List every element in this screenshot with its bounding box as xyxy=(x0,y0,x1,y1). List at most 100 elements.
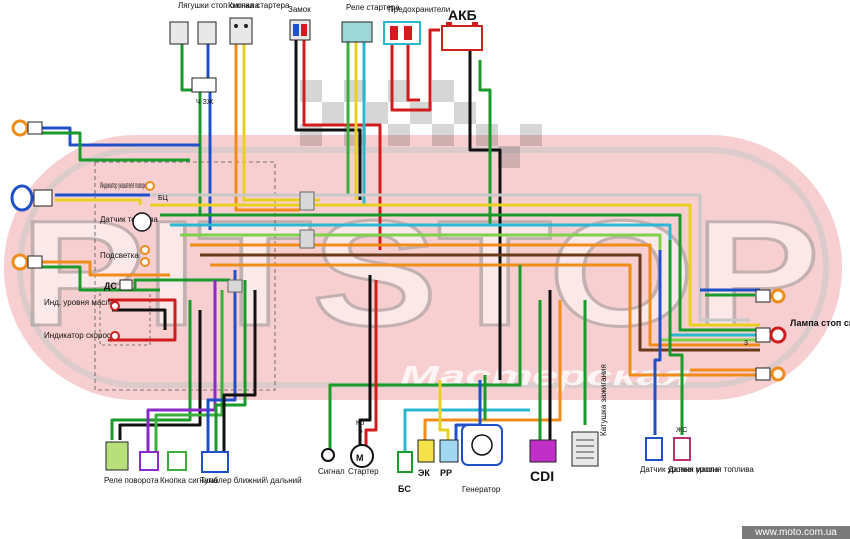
fuel-gauge-label: Датчик топлива xyxy=(100,215,158,224)
rr: РР xyxy=(439,439,459,478)
horn-button: Кнопка сигнала xyxy=(139,451,218,485)
rear-turn-lamp-bottom-icon xyxy=(755,366,786,382)
oil-indicator: Инд. уровня масла xyxy=(44,298,120,311)
ignition-lock: Замок xyxy=(288,5,311,41)
fuel-sensor: Датчик уровня топлива xyxy=(668,437,754,474)
backlight-label: Подсветка xyxy=(100,251,139,260)
wire-horn xyxy=(328,265,522,450)
ignition-coil-label: Катушка зажигания xyxy=(599,364,608,436)
wire-yellow-starter xyxy=(242,40,320,202)
front-left-turn-lamp-icon xyxy=(11,119,43,137)
wire-left-turn-bottom xyxy=(40,260,170,277)
wire-green-long xyxy=(478,60,492,225)
rear-turn-lamp-top-icon xyxy=(755,288,786,304)
wire-beam-green xyxy=(214,280,247,455)
starter-motor-icon: М Стартер xyxy=(348,444,379,476)
wire-black-lock xyxy=(294,38,362,200)
footer-url[interactable]: www.moto.com.ua xyxy=(742,526,850,539)
rr-label: РР xyxy=(440,468,452,478)
horn-label: Сигнал xyxy=(318,467,345,476)
beam-switch-label: Тумблер ближний\ дальний xyxy=(200,476,302,485)
starter-button-label: Кнопка стартера xyxy=(228,1,290,10)
pin-label: Б xyxy=(358,428,363,435)
generator-icon: Генератор xyxy=(461,424,503,494)
wire-beam-blue xyxy=(206,270,237,455)
ds-label: ДС xyxy=(104,281,117,291)
backlight: Подсветка xyxy=(100,245,150,267)
ignition-coil-icon: Катушка зажигания xyxy=(571,364,608,467)
pin-label: Кр xyxy=(356,420,364,427)
pin-label: 3 xyxy=(744,340,748,347)
turn-indicator-label: Индикатор указателя поворота xyxy=(100,181,150,190)
harness-clamp xyxy=(299,229,315,249)
turn-relay: Реле поворота xyxy=(104,441,159,485)
wire-rr xyxy=(438,380,450,440)
wire-fuel xyxy=(668,240,684,435)
headlight-icon xyxy=(10,184,53,212)
starter-label: Стартер xyxy=(348,467,379,476)
ignition-lock-label: Замок xyxy=(288,5,311,14)
fuel-gauge: Датчик топлива xyxy=(100,212,158,232)
battery: АКБ xyxy=(441,7,483,51)
wire-red-fuse xyxy=(390,28,440,112)
pitstop-watermark: PITSTOP Мастерская xyxy=(4,80,842,400)
wire-ds-green xyxy=(133,278,230,290)
oil-sensor-label: Датчик уровня масла xyxy=(640,465,719,474)
starter-relay-label: Реле стартера xyxy=(346,3,400,12)
turn-relay-label: Реле поворота xyxy=(104,476,159,485)
wire-green-brake xyxy=(180,40,202,215)
wire-horn-btn-green xyxy=(154,290,224,455)
horn: Сигнал xyxy=(318,448,345,476)
wire-headlight2 xyxy=(55,198,142,205)
fuel-sensor-label: Датчик уровня топлива xyxy=(668,465,754,474)
wire-turn-relay2 xyxy=(118,310,202,440)
starter-relay: Реле стартера xyxy=(341,3,400,43)
front-left-turn-lamp-bottom-icon xyxy=(11,253,43,271)
ds-box xyxy=(119,279,133,291)
wire-turn-relay xyxy=(110,300,192,440)
wire-bs xyxy=(403,408,530,455)
pin-label: БЦ xyxy=(158,195,169,202)
fuses: Предохранители xyxy=(383,5,450,45)
wire-trunk-1 xyxy=(150,193,750,322)
wire-trunk-3 xyxy=(160,213,760,332)
brake-lamp-icon: Лампа стоп сигнала xyxy=(755,318,850,344)
harness-clamp xyxy=(299,191,315,211)
pin-label: Ч ЗЖ xyxy=(196,99,214,106)
wire-trunk-8 xyxy=(210,263,770,377)
cdi: CDI xyxy=(529,439,557,484)
wire-ek xyxy=(423,300,562,440)
wire-harness xyxy=(40,28,770,460)
wire-left-turn-top2 xyxy=(40,131,190,162)
wire-indicator-black xyxy=(112,308,167,330)
wire-starter-black xyxy=(358,275,372,460)
bs: БС xyxy=(397,451,413,494)
generator-label: Генератор xyxy=(462,485,501,494)
motor-glyph: М xyxy=(356,453,364,463)
pin-label: ЖС xyxy=(676,427,687,434)
horn-button-label: Кнопка сигнала xyxy=(160,476,218,485)
turn-indicator: Индикатор указателя поворота БЦ xyxy=(100,181,169,202)
wire-indicator-red xyxy=(108,298,177,342)
harness-clamp xyxy=(227,279,243,293)
starter-button: Кнопка стартера xyxy=(228,1,290,45)
oil-sensor: Датчик уровня масла xyxy=(640,437,719,474)
bs-label: БС xyxy=(398,484,411,494)
brake-switches: Лягушки стоп сигнала xyxy=(169,1,260,93)
wire-red-fuse2 xyxy=(406,40,420,102)
wire-trunk-6 xyxy=(190,243,760,347)
beam-switch: Тумблер ближний\ дальний xyxy=(200,451,302,485)
oil-indicator-label: Инд. уровня масла xyxy=(44,298,115,307)
wire-trunk-7 xyxy=(200,253,760,352)
cdi-label: CDI xyxy=(530,468,554,484)
wire-orange-starter xyxy=(234,40,300,212)
battery-label: АКБ xyxy=(448,7,477,23)
wire-oil xyxy=(653,250,662,435)
fuses-label: Предохранители xyxy=(388,5,450,14)
brake-lamp-label: Лампа стоп сигнала xyxy=(790,318,850,328)
ek-label: ЭК xyxy=(418,468,430,478)
ek: ЭК xyxy=(417,439,435,478)
speed-indicator: Индикатор скорости xyxy=(44,331,120,341)
